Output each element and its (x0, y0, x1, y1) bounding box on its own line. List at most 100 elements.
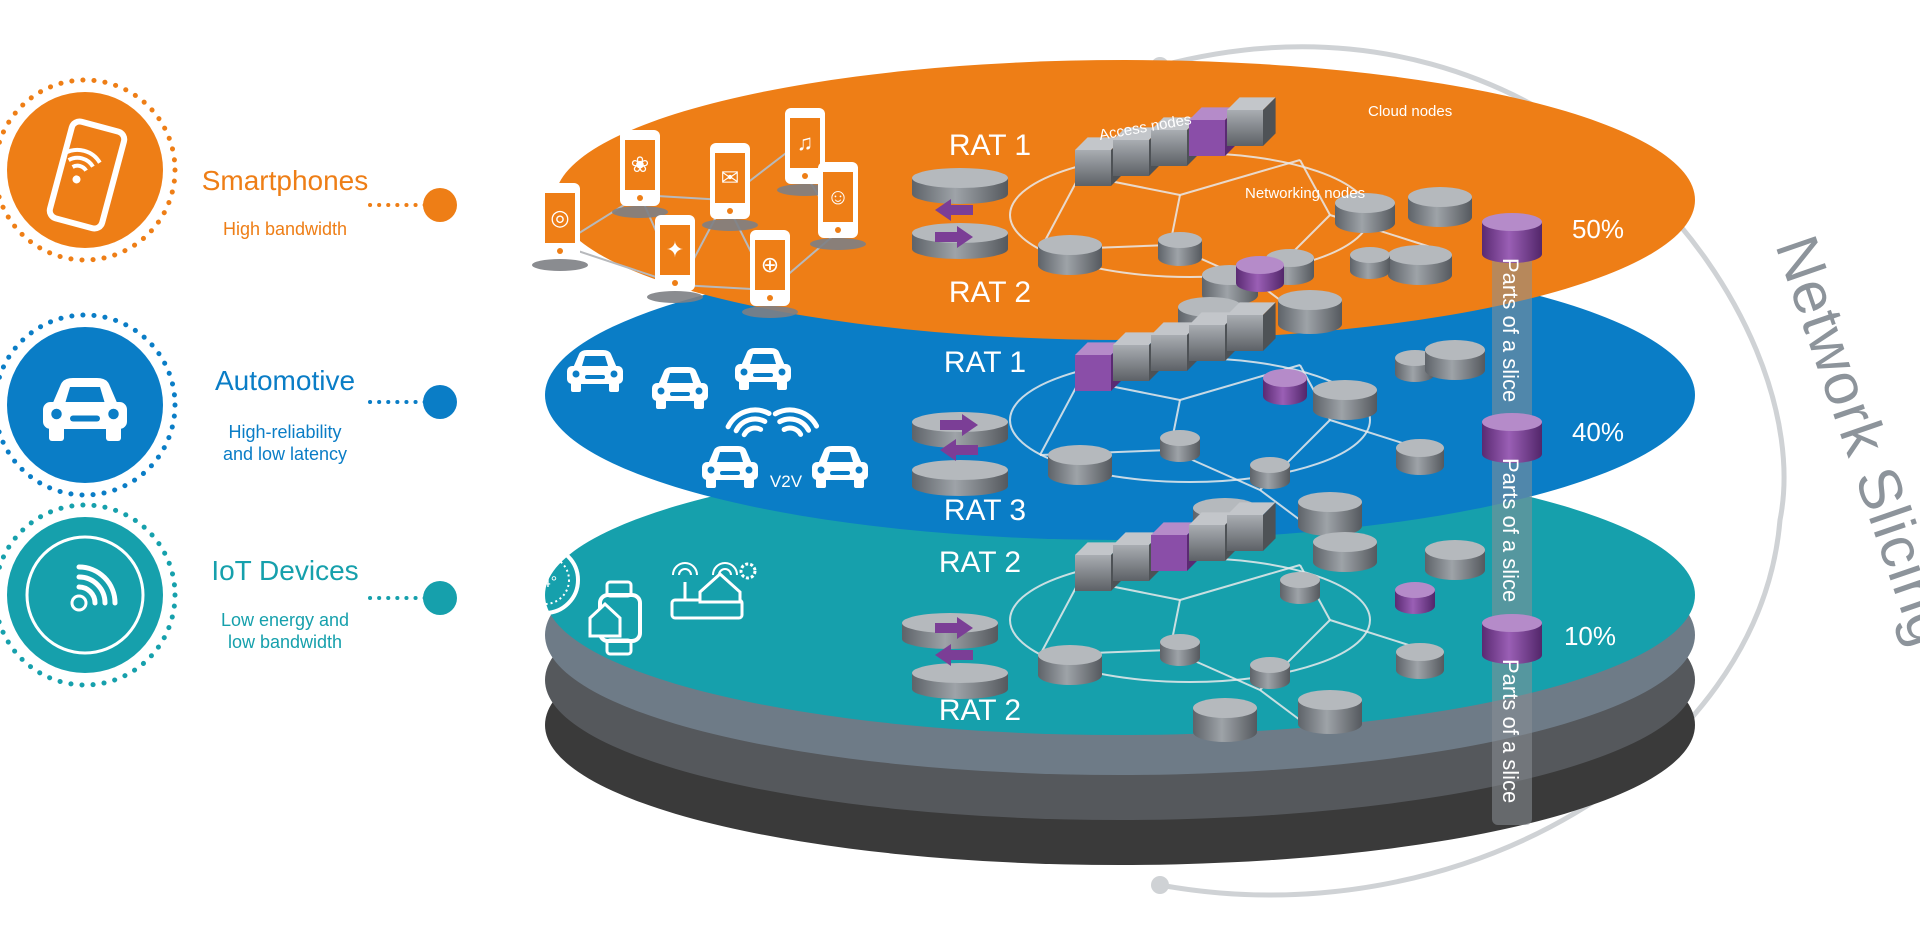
category-desc: low bandwidth (228, 632, 342, 652)
car-grille (753, 373, 773, 377)
car-windshield (717, 452, 743, 462)
slice-node-icon (1482, 614, 1542, 664)
car-windshield (65, 387, 105, 402)
game-phone-icon: ✦ (647, 215, 703, 303)
slice-percent: 10% (1564, 621, 1616, 651)
car-icon (702, 446, 758, 488)
phone-button (767, 295, 773, 301)
cube-top (1113, 332, 1162, 345)
car-wheel (739, 380, 749, 390)
server-node-icon (1160, 430, 1200, 462)
node-top (1425, 340, 1485, 360)
phone-glyph: ❀ (631, 152, 649, 177)
signal-wave-icon (772, 407, 820, 429)
car-wheel (694, 399, 704, 409)
wifi-wave-icon (672, 562, 698, 576)
cube-top (1075, 342, 1124, 355)
badge-dotted-ring (0, 502, 178, 688)
wifi-dot (72, 175, 81, 184)
phone-button (637, 195, 643, 201)
phone-screen (755, 240, 785, 290)
phone-button (557, 248, 563, 254)
arrow-left-icon (940, 439, 978, 461)
car-headlight (572, 370, 580, 378)
cube-front (1113, 545, 1149, 581)
node-top (1193, 698, 1257, 718)
connector-dot (423, 581, 457, 615)
car-headlight (745, 466, 753, 474)
network-link (1039, 579, 1081, 656)
server-node-icon (1250, 457, 1290, 489)
server-node-icon (1048, 445, 1112, 485)
automotive-devices: V2V (567, 348, 868, 491)
signal-wave-icon (741, 425, 764, 438)
cube-top (1151, 522, 1200, 535)
signal-arc (76, 584, 98, 606)
thermostat-icon (510, 545, 580, 615)
slice-band-column (1492, 225, 1532, 825)
arrow-right-icon (940, 414, 978, 436)
rat-label-bottom: RAT 3 (944, 494, 1026, 527)
slice-node-icon (1482, 413, 1542, 463)
cube-top (1113, 127, 1162, 140)
signal-wave-icon (777, 416, 812, 433)
cube-front (1189, 525, 1225, 561)
smartphone-wifi-icon (46, 118, 128, 232)
rat-label-top: RAT 1 (944, 346, 1026, 379)
home-icon (588, 601, 622, 638)
network-graph (1009, 502, 1485, 742)
category-desc: Low energy and (221, 610, 349, 630)
mail-phone-icon: ✉ (702, 143, 758, 231)
slice-percent: 50% (1572, 214, 1624, 244)
thermostat-reading: 24° (533, 574, 557, 591)
slice-band (1492, 225, 1532, 825)
server-node-icon (1408, 187, 1472, 227)
car-wheel (656, 399, 666, 409)
category-name: IoT Devices (211, 555, 358, 586)
slice-label: Parts of a slice (1498, 659, 1523, 803)
cube-front (1227, 315, 1263, 351)
network-link (1299, 159, 1331, 216)
rat-label-top: RAT 1 (949, 129, 1031, 162)
rat-node-icon (912, 663, 1008, 699)
phone-screen (625, 140, 655, 190)
cube-side (1263, 302, 1276, 351)
web-phone-icon: ⊕ (742, 230, 798, 318)
phone-glyph: ⊕ (761, 252, 779, 277)
arrow-right-icon (935, 226, 973, 248)
phone-screen (715, 153, 745, 203)
node-top (1298, 690, 1362, 710)
node-top (1280, 572, 1320, 588)
badge-dotted-ring (0, 312, 178, 498)
car-grille (720, 471, 740, 475)
car-grille (830, 471, 850, 475)
car-headlight (817, 466, 825, 474)
cube-side (1263, 97, 1276, 146)
phone-shadow (810, 238, 866, 250)
car-headlight (778, 368, 786, 376)
car-windshield (582, 356, 608, 366)
car-headlight (695, 387, 703, 395)
node-top (1250, 657, 1290, 673)
wifi-wave-icon (718, 568, 732, 576)
cube-top (1075, 137, 1124, 150)
server-node-icon (1335, 193, 1395, 233)
rat-label-top: RAT 2 (939, 546, 1021, 579)
phone-glyph: ☺ (827, 184, 849, 209)
server-node-icon (1158, 232, 1202, 266)
server-node-icon (1038, 645, 1102, 685)
car-wheel (49, 426, 64, 441)
node-top (1160, 634, 1200, 650)
car-icon (567, 350, 623, 392)
server-node-icon (1396, 643, 1444, 679)
cube-front (1227, 110, 1263, 146)
car-wheel (816, 478, 826, 488)
access-node-icon (1227, 502, 1276, 551)
car-headlight (855, 466, 863, 474)
signal-arc (76, 574, 108, 606)
cube-front (1189, 120, 1225, 156)
server-node-icon (1278, 290, 1342, 334)
music-phone-icon: ♫ (777, 108, 833, 196)
category-name: Smartphones (202, 165, 369, 196)
